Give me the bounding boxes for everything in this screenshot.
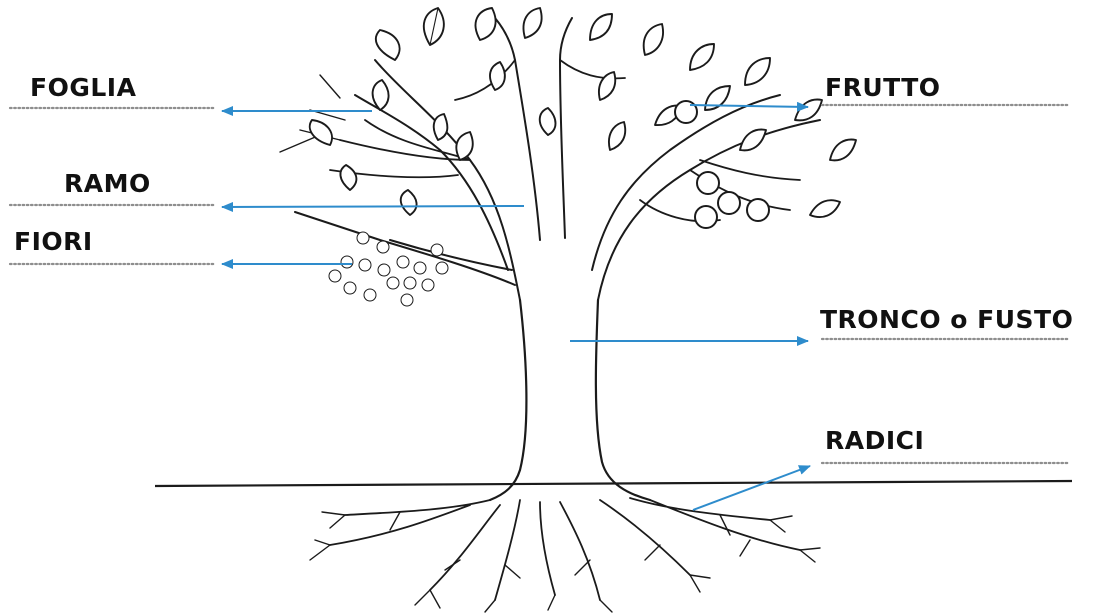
arrow-radici (693, 466, 810, 510)
tree-leaves (310, 8, 856, 217)
arrow-ramo (222, 206, 524, 207)
label-arrows (222, 105, 810, 510)
label-foglia: FOGLIA (30, 73, 137, 102)
tree-branches (280, 18, 820, 300)
label-ramo: RAMO (64, 169, 151, 198)
label-frutto: FRUTTO (825, 73, 941, 102)
label-radici: RADICI (825, 426, 924, 455)
tree-roots (310, 498, 820, 612)
label-tronco: TRONCO o FUSTO (820, 305, 1073, 334)
label-fiori: FIORI (14, 227, 93, 256)
tree-trunk (490, 300, 650, 500)
label-lines (10, 105, 1068, 463)
tree-fruits (675, 101, 769, 228)
